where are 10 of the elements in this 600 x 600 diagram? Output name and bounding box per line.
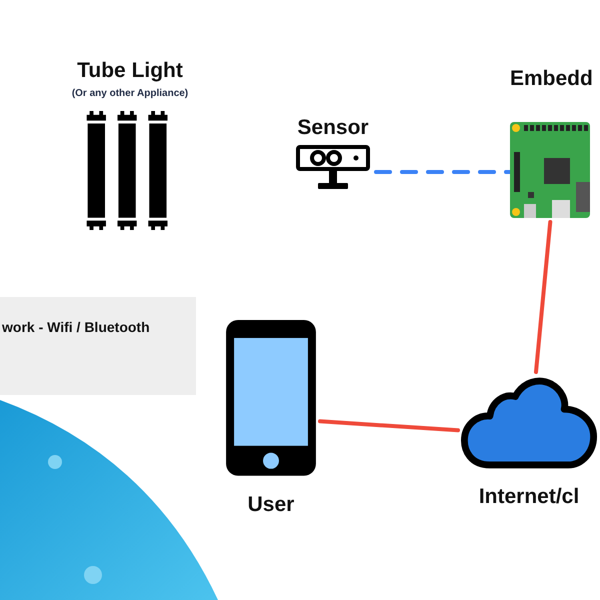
connector-line bbox=[534, 220, 552, 374]
node-title: Embedd bbox=[510, 66, 593, 92]
dashed-connector bbox=[374, 170, 512, 174]
node-subtitle: (Or any other Appliance) bbox=[72, 88, 188, 101]
node-title: User bbox=[248, 492, 294, 518]
node-title: Tube Light bbox=[77, 58, 183, 84]
node-title: Internet/cl bbox=[478, 484, 580, 510]
connector-line bbox=[318, 419, 460, 432]
network-label: work - Wifi / Bluetooth bbox=[2, 318, 150, 337]
node-title: Sensor bbox=[297, 115, 369, 141]
